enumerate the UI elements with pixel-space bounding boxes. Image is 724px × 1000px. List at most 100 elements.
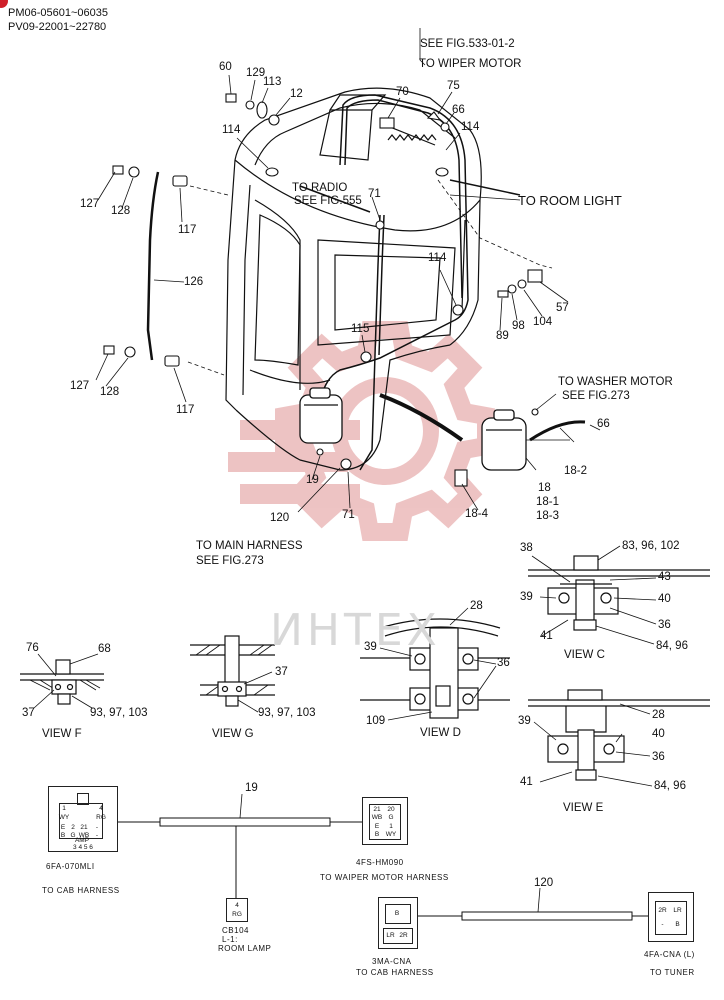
c4fa-c3: - (661, 921, 664, 928)
leader-lines (95, 28, 601, 513)
view-f-93: 93, 97, 103 (90, 707, 148, 719)
cab-frame (225, 87, 482, 471)
view-c-41: 41 (540, 630, 553, 642)
view-e-39: 39 (518, 715, 531, 727)
bar-126 (146, 171, 160, 361)
view-g-37: 37 (275, 666, 288, 678)
part-114a: 114 (222, 124, 241, 136)
part-60: 60 (219, 61, 232, 73)
cl-c10: - (95, 824, 99, 831)
cb-c1: 4 (235, 902, 239, 909)
connector-4fa: 2R LR - B (648, 892, 694, 942)
part-117b: 117 (176, 404, 195, 416)
view-e-36: 36 (652, 751, 665, 763)
view-d-28: 28 (470, 600, 483, 612)
view-d-109: 109 (366, 715, 386, 727)
callout-see-273b: SEE FIG.273 (196, 555, 264, 567)
connector-6fa: 1 WY 4 RG E 2 G 21 WB - B - AMP 3 4 5 6 (48, 786, 118, 852)
cb-sub: L-1: (222, 935, 238, 944)
harness-120-lines (416, 887, 648, 921)
view-e-41: 41 (520, 776, 533, 788)
cb-to: ROOM LAMP (218, 944, 272, 953)
bolt-60 (225, 93, 237, 103)
view-g-leaders (237, 671, 273, 713)
cr-c5: E (374, 823, 380, 830)
room-light-57 (527, 269, 543, 283)
cr-c6: 1 (389, 823, 393, 830)
grommet-12 (268, 114, 280, 126)
part-104: 104 (533, 316, 553, 328)
part-120: 120 (270, 512, 290, 524)
view-c-title: VIEW C (564, 649, 605, 661)
c3ma-to: TO CAB HARNESS (356, 968, 434, 977)
connector-4fs: 21 20 WB G E 1 B WY (362, 797, 408, 845)
washer-tank-right (481, 409, 586, 471)
cl-c9: WB (78, 832, 90, 839)
callout-to-main-harness: TO MAIN HARNESS (196, 540, 303, 552)
cr-c2: 20 (387, 806, 395, 813)
part-18: 18 (538, 482, 551, 494)
part-114c: 114 (428, 252, 447, 264)
view-e-84: 84, 96 (654, 780, 686, 792)
harness-19-lines (118, 793, 362, 898)
part-113: 113 (263, 76, 282, 88)
view-d-39: 39 (364, 641, 377, 653)
c4fa-name: 4FA-CNA (L) (644, 950, 695, 959)
part-66a: 66 (452, 104, 465, 116)
callout-to-wiper-motor: TO WIPER MOTOR (419, 58, 522, 70)
cl-c12: - (95, 832, 99, 839)
part-70: 70 (396, 86, 409, 98)
view-f-68: 68 (98, 643, 111, 655)
clamp-66 (440, 122, 450, 132)
view-e-title: VIEW E (563, 802, 604, 814)
part-128b: 128 (100, 386, 120, 398)
part-126: 126 (184, 276, 204, 288)
washer-tank-left (299, 387, 343, 444)
part-57: 57 (556, 302, 569, 314)
serial-range-1: PM06-05601~06035 (8, 7, 108, 19)
view-f-leaders (33, 653, 99, 709)
view-g-title: VIEW G (212, 728, 254, 740)
view-c-drawing (528, 555, 710, 631)
cl-c11: B (60, 832, 66, 839)
cl-c7: G (70, 832, 76, 839)
view-d-leaders (379, 607, 497, 721)
cr-c7: B (374, 831, 380, 838)
callout-to-radio: TO RADIO (292, 182, 348, 194)
c4fa-to: TO TUNER (650, 968, 695, 977)
grommet-115 (360, 351, 372, 363)
cb-name: CB104 (222, 926, 249, 935)
callout-see-273a: SEE FIG.273 (562, 390, 630, 402)
small-parts (103, 93, 543, 487)
cl-c8: 21 (80, 824, 88, 831)
part-75: 75 (447, 80, 460, 92)
cl-c3: 4 (99, 805, 103, 812)
grommet-114 (452, 304, 464, 316)
bushing-117 (172, 175, 188, 187)
cr-c3: WB (371, 814, 383, 821)
clip-75 (426, 111, 442, 121)
serial-range-2: PV09-22001~22780 (8, 21, 107, 33)
cr-c4: G (388, 814, 394, 821)
cr-name: 4FS-HM090 (356, 858, 404, 867)
bolt-127b (103, 345, 115, 355)
part-129: 129 (246, 67, 266, 79)
callout-see-533: SEE FIG.533-01-2 (420, 38, 515, 50)
part-127b: 127 (70, 380, 90, 392)
cr-to: TO WAIPER MOTOR HARNESS (320, 873, 449, 882)
cl-c4: RG (96, 814, 106, 821)
view-f-title: VIEW F (42, 728, 82, 740)
part-114b: 114 (461, 121, 480, 133)
cr-c8: WY (385, 831, 397, 838)
watermark-text: ИНТЕХ (270, 605, 441, 656)
part-117a: 117 (178, 224, 197, 236)
c3ma-c3: 2R (399, 932, 408, 939)
callout-see-555: SEE FIG.555 (294, 195, 362, 207)
clip-113 (256, 101, 268, 119)
washer-128 (128, 166, 140, 178)
view-c-40: 40 (658, 593, 671, 605)
view-e-40: 40 (652, 728, 665, 740)
part-18-3: 18-3 (536, 510, 560, 522)
part-71a: 71 (368, 188, 381, 200)
cl-c5: E (60, 824, 66, 831)
